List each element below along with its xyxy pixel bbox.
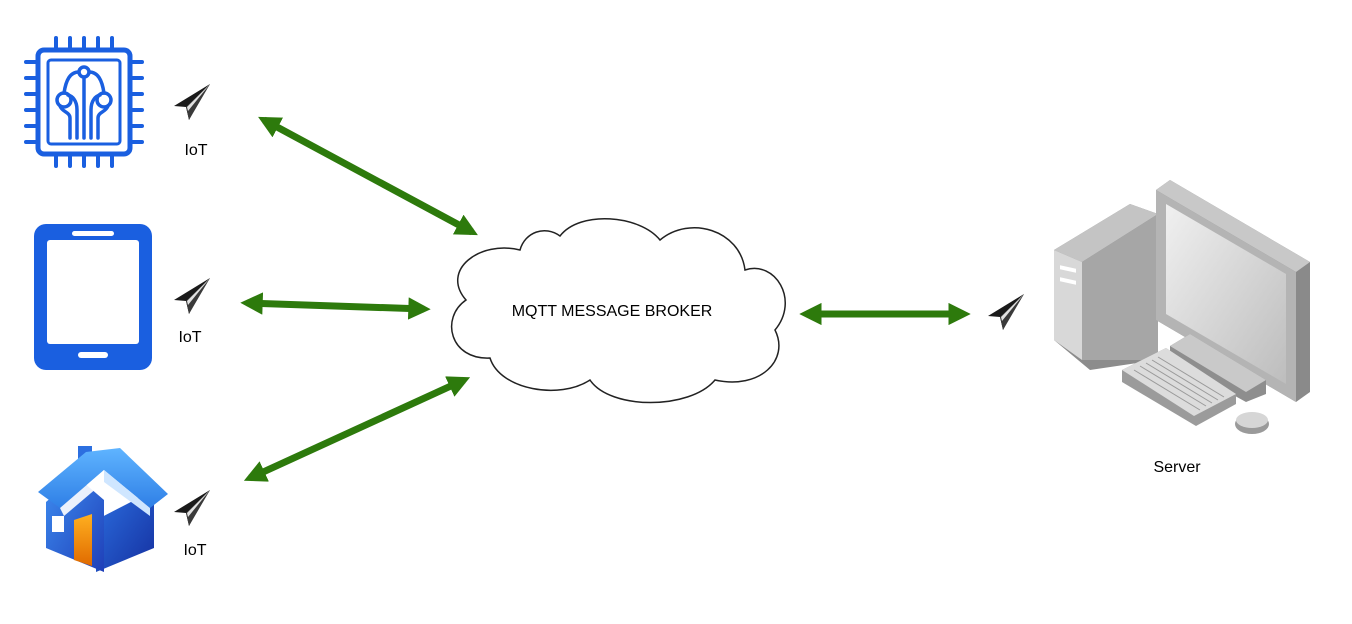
paper-plane-icon <box>988 294 1024 330</box>
microchip-icon[interactable] <box>24 36 144 168</box>
desktop-computer-icon[interactable] <box>1054 180 1310 434</box>
cloud-icon[interactable] <box>450 218 786 404</box>
paper-plane-icon <box>174 278 210 314</box>
tablet-label: IoT <box>178 329 201 346</box>
arrow-tablet-broker <box>240 292 431 320</box>
paper-plane-icon <box>174 84 210 120</box>
paper-plane-icon <box>174 490 210 526</box>
chip-label: IoT <box>184 142 207 159</box>
house-label: IoT <box>183 542 206 559</box>
smart-home-icon[interactable] <box>38 446 168 572</box>
server-label: Server <box>1153 459 1201 476</box>
broker-label: MQTT MESSAGE BROKER <box>512 303 713 320</box>
arrow-chip-broker <box>258 116 478 236</box>
connection-arrows <box>240 116 971 482</box>
arrow-house-broker <box>243 376 471 482</box>
tablet-icon[interactable] <box>34 224 152 370</box>
